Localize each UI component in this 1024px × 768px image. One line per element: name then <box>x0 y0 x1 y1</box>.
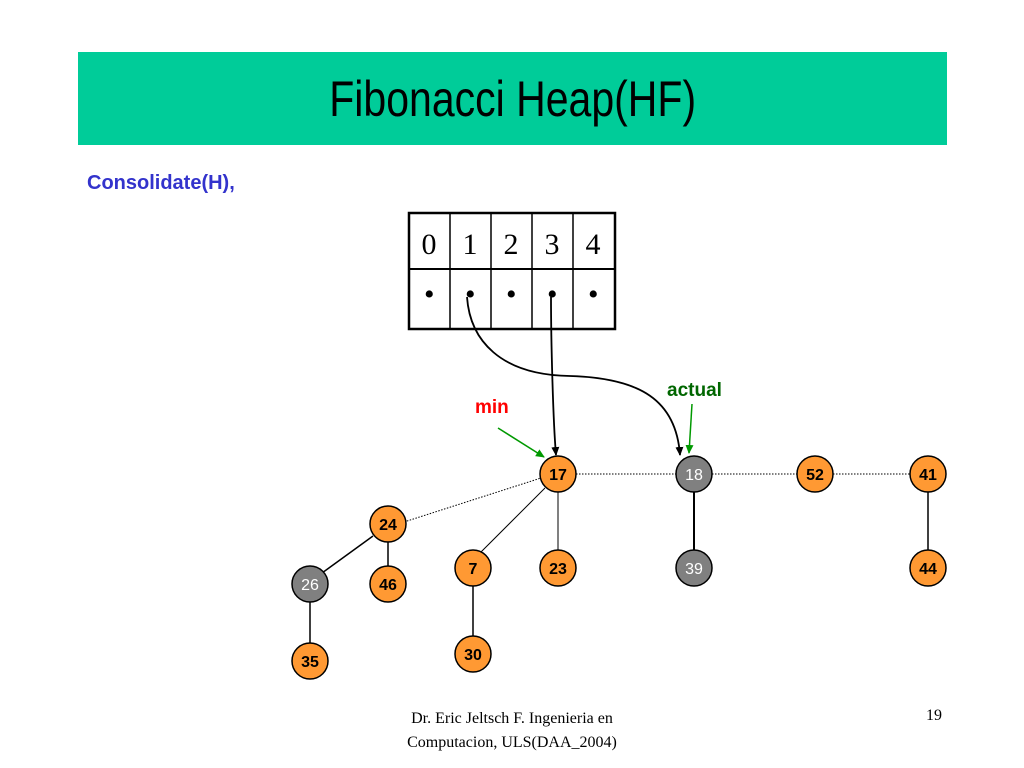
heap-node-41: 41 <box>909 455 947 493</box>
array-index-1: 1 <box>463 228 478 261</box>
node-key: 26 <box>301 577 319 594</box>
node-key: 41 <box>919 467 937 484</box>
heap-node-18: 18 <box>675 455 713 493</box>
tree-edge <box>477 487 546 556</box>
tree-edge <box>321 535 374 574</box>
heap-node-26: 26 <box>291 565 329 603</box>
array-pointer-2: • <box>506 278 517 311</box>
heap-node-17: 17 <box>539 455 577 493</box>
node-key: 52 <box>806 467 824 484</box>
node-key: 30 <box>464 647 482 664</box>
slide-footer: Dr. Eric Jeltsch F. Ingenieria en Comput… <box>332 707 692 755</box>
min-label: min <box>475 397 509 418</box>
pointer-arrow-deg3 <box>550 296 560 456</box>
heap-node-24: 24 <box>369 505 407 543</box>
root-link <box>403 477 542 523</box>
node-key: 46 <box>379 577 397 594</box>
heap-node-30: 30 <box>454 635 492 673</box>
node-key: 39 <box>685 561 703 578</box>
actual-arrow <box>685 403 694 454</box>
array-pointer-0: • <box>424 278 435 311</box>
node-key: 23 <box>549 561 567 578</box>
array-index-3: 3 <box>545 228 560 261</box>
array-pointer-3: • <box>547 278 558 311</box>
heap-node-39: 39 <box>675 549 713 587</box>
array-index-2: 2 <box>504 228 519 261</box>
slide-title: Fibonacci Heap(HF) <box>329 70 696 127</box>
node-key: 44 <box>919 561 937 578</box>
footer-line-2: Computacion, ULS(DAA_2004) <box>407 734 617 751</box>
array-index-0: 0 <box>422 228 437 261</box>
heap-node-46: 46 <box>369 565 407 603</box>
footer-line-1: Dr. Eric Jeltsch F. Ingenieria en <box>411 710 613 727</box>
slide-subtitle: Consolidate(H), <box>87 172 235 194</box>
actual-label: actual <box>667 380 722 401</box>
array-border <box>407 211 617 331</box>
heap-node-23: 23 <box>539 549 577 587</box>
degree-array: 0 1 2 3 4 • • • • • <box>407 211 617 331</box>
heap-node-35: 35 <box>291 642 329 680</box>
heap-node-44: 44 <box>909 549 947 587</box>
node-key: 24 <box>379 517 397 534</box>
heap-node-52: 52 <box>796 455 834 493</box>
min-arrow <box>497 427 545 458</box>
node-key: 7 <box>469 561 478 578</box>
page-number: 19 <box>926 707 942 724</box>
pointer-arrow-deg1 <box>466 296 684 456</box>
heap-node-7: 7 <box>454 549 492 587</box>
node-key: 17 <box>549 467 567 484</box>
array-pointer-4: • <box>588 278 599 311</box>
title-bar: Fibonacci Heap(HF) <box>78 52 947 145</box>
node-key: 18 <box>685 467 703 484</box>
array-index-4: 4 <box>586 228 601 261</box>
array-pointer-1: • <box>465 278 476 311</box>
node-key: 35 <box>301 654 319 671</box>
